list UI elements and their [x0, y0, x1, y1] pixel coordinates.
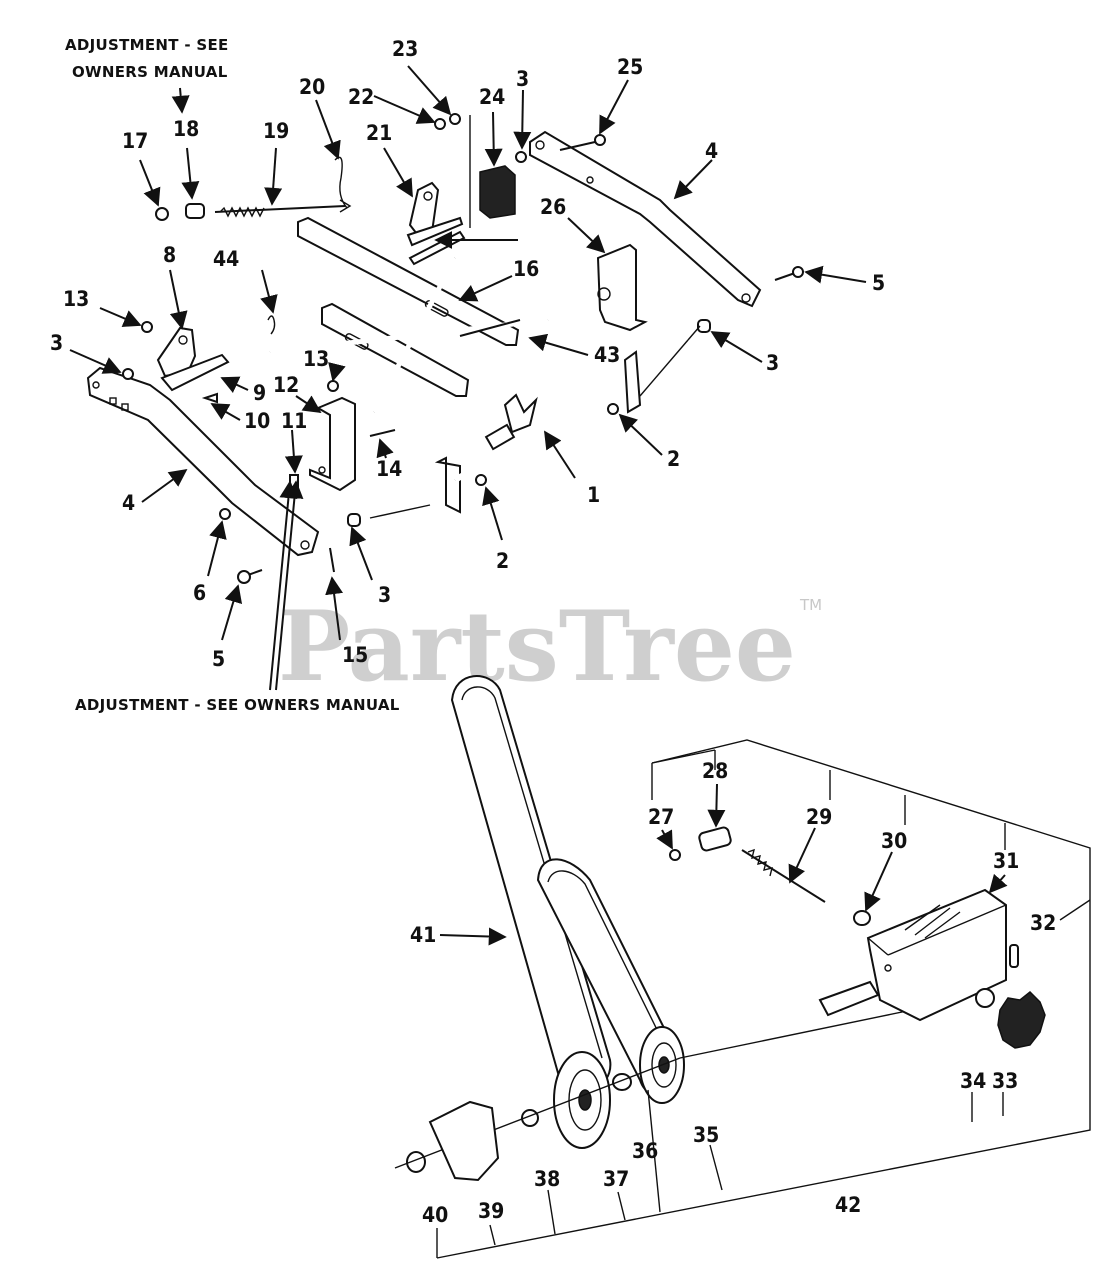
callout-8: 8 [163, 243, 176, 267]
lift-arm-right [529, 130, 762, 308]
callout-37: 37 [603, 1167, 629, 1191]
callout-34: 34 [960, 1069, 986, 1093]
callout-19: 19 [263, 119, 289, 143]
callout-13b: 13 [303, 347, 329, 371]
callout-4a: 4 [705, 139, 718, 163]
frame-plate-upper [297, 216, 520, 346]
note-top-line-1: ADJUSTMENT - SEE [65, 36, 229, 54]
watermark-trademark: TM [799, 596, 822, 614]
note-top-line-2: OWNERS MANUAL [72, 63, 228, 81]
pivot-bracket [309, 396, 356, 492]
adjustment-note-top: ADJUSTMENT - SEE OWNERS MANUAL [65, 36, 229, 114]
callout-38: 38 [534, 1167, 560, 1191]
watermark: PartsTree TM [278, 590, 822, 703]
hardware [122, 113, 804, 584]
callout-23: 23 [392, 37, 418, 61]
callout-20: 20 [299, 75, 325, 99]
callout-labels: 1 2 2 3 3 3 3 4 4 5 5 6 8 9 10 11 12 13 … [50, 37, 1056, 1227]
callout-18: 18 [173, 117, 199, 141]
kit-outline [436, 739, 1091, 1259]
callout-33: 33 [992, 1069, 1018, 1093]
callout-30: 30 [881, 829, 907, 853]
callout-21: 21 [366, 121, 392, 145]
lift-shaft [434, 456, 461, 514]
callout-36: 36 [632, 1139, 658, 1163]
callout-24: 24 [479, 85, 505, 109]
switch-bracket [596, 243, 648, 332]
callout-41: 41 [410, 923, 436, 947]
callout-28: 28 [702, 759, 728, 783]
callout-12: 12 [273, 373, 299, 397]
watermark-text: PartsTree [278, 590, 796, 703]
callout-27: 27 [648, 805, 674, 829]
rubber-block [479, 165, 516, 219]
callout-1: 1 [587, 483, 600, 507]
lower-assembly [394, 675, 1091, 1259]
callout-42: 42 [835, 1193, 861, 1217]
callout-3c: 3 [766, 351, 779, 375]
callout-5b: 5 [212, 647, 225, 671]
callout-9: 9 [253, 381, 266, 405]
callout-43: 43 [594, 343, 620, 367]
callout-17: 17 [122, 129, 148, 153]
callout-2a: 2 [667, 447, 680, 471]
callout-16: 16 [513, 257, 539, 281]
frame-plate-lower [321, 302, 470, 397]
callout-44: 44 [213, 247, 239, 271]
callout-31: 31 [993, 849, 1019, 873]
adjustment-note-middle: ADJUSTMENT - SEE OWNERS MANUAL [75, 696, 400, 714]
adjuster-knob [997, 990, 1046, 1049]
callout-35: 35 [693, 1123, 719, 1147]
leader-arrows [69, 65, 1008, 946]
idler-housing [866, 888, 1007, 1022]
upper-assembly [86, 113, 804, 584]
callout-25: 25 [617, 55, 643, 79]
callout-11: 11 [281, 409, 307, 433]
callout-3a: 3 [516, 67, 529, 91]
callout-14: 14 [376, 457, 402, 481]
callout-6: 6 [193, 581, 206, 605]
callout-13a: 13 [63, 287, 89, 311]
callout-26: 26 [540, 195, 566, 219]
callout-29: 29 [806, 805, 832, 829]
callout-10: 10 [244, 409, 270, 433]
callout-15: 15 [342, 643, 368, 667]
belt-guard [428, 1100, 500, 1182]
callout-32: 32 [1030, 911, 1056, 935]
callout-2b: 2 [496, 549, 509, 573]
callout-40: 40 [422, 1203, 448, 1227]
callout-4b: 4 [122, 491, 135, 515]
shaft-end-plate [623, 350, 642, 414]
lift-arm-left [86, 366, 320, 557]
callout-3d: 3 [378, 583, 391, 607]
callout-3b: 3 [50, 331, 63, 355]
callout-22: 22 [348, 85, 374, 109]
callout-39: 39 [478, 1199, 504, 1223]
callout-5a: 5 [872, 271, 885, 295]
